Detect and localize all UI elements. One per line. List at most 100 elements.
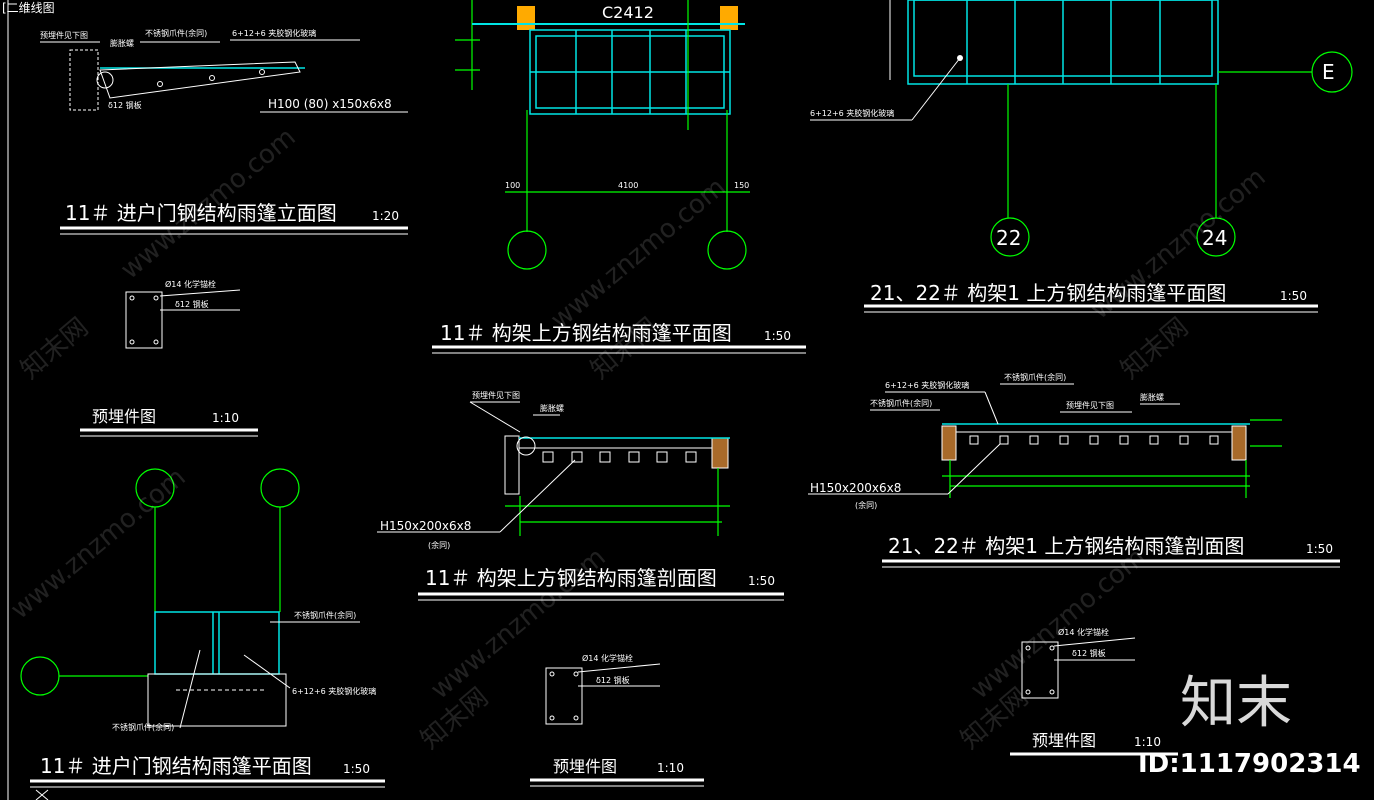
view-title: 预埋件图 [92, 407, 156, 426]
bolt-hole [1049, 645, 1055, 651]
bolt-hole [129, 339, 135, 345]
view-scale: 1:50 [1306, 542, 1333, 556]
watermark-text: www.znzmo.com [5, 462, 191, 625]
note: 不锈钢爪件(余同) [1004, 372, 1066, 382]
corner-mark [35, 789, 49, 800]
view-scale: 1:10 [1134, 735, 1161, 749]
bracket [1209, 435, 1219, 445]
leader-line [1053, 637, 1136, 647]
note: Ø14 化学锚栓 [1058, 627, 1109, 637]
bolt-hole [573, 715, 579, 721]
note: 不锈钢爪件(余同) [294, 610, 356, 620]
note: 6+12+6 夹胶钢化玻璃 [292, 686, 376, 696]
watermark-text: www.znzmo.com [545, 172, 731, 335]
note: 6+12+6 夹胶钢化玻璃 [810, 108, 894, 118]
leader-line [179, 649, 201, 729]
embed-plate [125, 291, 163, 349]
leader-line [159, 289, 241, 297]
dimension-text: 100 [505, 181, 520, 190]
bolt-hole [153, 339, 159, 345]
bolt-hole [573, 671, 579, 677]
view-title: 预埋件图 [1032, 731, 1096, 750]
axis-bubble [990, 217, 1030, 257]
note: H150x200x6x8 [810, 481, 901, 495]
note: 预埋件见下图 [472, 390, 520, 400]
steel-bracket [99, 61, 301, 99]
note: 膨胀螺 [110, 38, 134, 48]
bracket [628, 451, 640, 463]
view-scale: 1:50 [1280, 289, 1307, 303]
axis-label: 22 [996, 226, 1021, 250]
note: 膨胀螺 [540, 403, 564, 413]
column [517, 6, 535, 30]
leader-line [947, 443, 1001, 495]
note: 不锈钢爪件(余同) [112, 722, 174, 732]
embed-plate [1021, 641, 1059, 699]
note: 不锈钢爪件(余同) [145, 28, 207, 38]
bolt-hole [259, 69, 265, 75]
bracket [542, 451, 554, 463]
bracket [1029, 435, 1039, 445]
wall-section [504, 435, 520, 495]
view-scale: 1:10 [212, 411, 239, 425]
frame1-section-view: 6+12+6 夹胶钢化玻璃 不锈钢爪件(余同) 不锈钢爪件(余同) 预埋件见下图… [808, 372, 1340, 568]
wall-outline [147, 673, 287, 727]
view-title: 21、22＃ 构架1 上方钢结构雨篷剖面图 [888, 534, 1244, 558]
leader-line [911, 57, 961, 121]
axis-bubble [1311, 51, 1353, 93]
column-section [711, 437, 729, 469]
window-tab[interactable]: [二维线图 [2, 1, 55, 15]
door-elevation-view: 预埋件见下图 膨胀螺 不锈钢爪件(余同) 6+12+6 夹胶钢化玻璃 δ12 钢… [40, 28, 408, 235]
bracket [1149, 435, 1159, 445]
bracket [599, 451, 611, 463]
door-plan-view: 不锈钢爪件(余同) 6+12+6 夹胶钢化玻璃 不锈钢爪件(余同) 11＃ 进户… [20, 468, 385, 788]
view-scale: 1:50 [343, 762, 370, 776]
embed-detail-3: Ø14 化学锚栓 δ12 钢板 预埋件图 1:10 [1010, 627, 1178, 756]
note: (余同) [428, 540, 450, 550]
watermark-brand: 知末网 [1115, 312, 1194, 385]
bracket [685, 451, 697, 463]
note: 6+12+6 夹胶钢化玻璃 [885, 380, 969, 390]
axis-bubble [1196, 217, 1236, 257]
axis-label: E [1322, 60, 1335, 84]
axis-bubble [507, 230, 547, 270]
embed-plate [545, 667, 583, 725]
leader-line [469, 401, 521, 433]
view-scale: 1:50 [764, 329, 791, 343]
watermark-brand: 知末网 [15, 312, 94, 385]
column-section [941, 425, 957, 461]
leader-line [577, 663, 661, 673]
note: 6+12+6 夹胶钢化玻璃 [232, 28, 316, 38]
bolt-hole [209, 75, 215, 81]
detail-circle [516, 436, 536, 456]
bracket [1089, 435, 1099, 445]
note: Ø14 化学锚栓 [165, 279, 216, 289]
dimension-text: 150 [734, 181, 749, 190]
bolt-hole [1049, 689, 1055, 695]
embed-detail-1: Ø14 化学锚栓 δ12 钢板 预埋件图 1:10 [80, 279, 258, 437]
note: δ12 钢板 [596, 675, 630, 685]
view-scale: 1:50 [748, 574, 775, 588]
leader-line [499, 459, 576, 533]
view-title: 11＃ 构架上方钢结构雨篷平面图 [440, 321, 732, 345]
bracket [571, 451, 583, 463]
bolt-hole [1025, 689, 1031, 695]
bracket [656, 451, 668, 463]
view-title: 11＃ 构架上方钢结构雨篷剖面图 [425, 566, 717, 590]
bolt-hole [153, 295, 159, 301]
bracket [1179, 435, 1189, 445]
bolt-hole [549, 671, 555, 677]
dimension-text: 4100 [618, 181, 638, 190]
view-scale: 1:20 [372, 209, 399, 223]
note: 膨胀螺 [1140, 392, 1164, 402]
note: δ12 钢板 [108, 100, 142, 110]
leader-line [243, 654, 291, 689]
note: 不锈钢爪件(余同) [870, 398, 932, 408]
axis-bubble [20, 656, 60, 696]
canopy-outline [154, 611, 280, 675]
frame11-plan-view: C2412 100 4100 150 11＃ 构架上方钢结构雨篷平面图 1:50 [432, 0, 806, 354]
column [720, 6, 738, 30]
bracket [1059, 435, 1069, 445]
note: δ12 钢板 [175, 299, 209, 309]
